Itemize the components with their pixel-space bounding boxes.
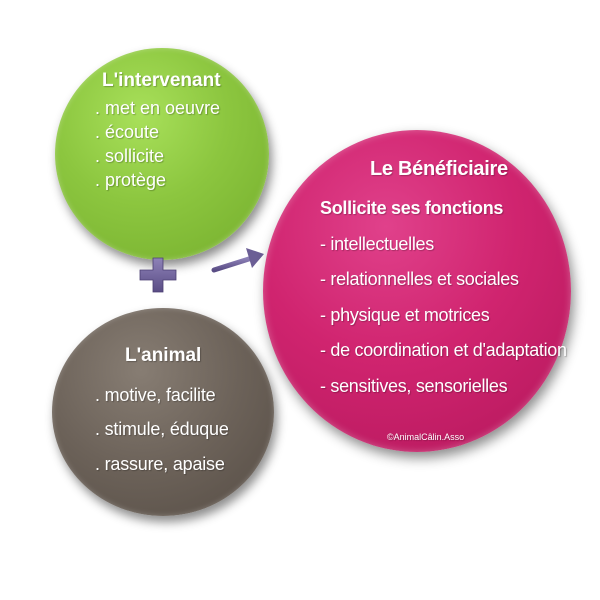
animal-title: L'animal — [125, 345, 202, 366]
intervenant-item: . met en oeuvre — [95, 98, 221, 118]
animal-item: . rassure, apaise — [95, 454, 225, 474]
animal-item: . motive, facilite — [95, 385, 216, 405]
intervenant-item: . sollicite — [95, 146, 165, 166]
beneficiaire-item: - de coordination et d'adaptation — [320, 340, 567, 360]
beneficiaire-item: - intellectuelles — [320, 234, 434, 254]
beneficiaire-subtitle: Sollicite ses fonctions — [320, 198, 504, 218]
copyright-text: ©AnimalCâlin.Asso — [387, 432, 465, 442]
intervenant-title: L'intervenant — [102, 70, 221, 91]
plus-icon — [139, 257, 177, 293]
intervenant-item: . écoute — [95, 122, 160, 142]
arrow-right-icon — [211, 248, 264, 273]
beneficiaire-circle — [263, 130, 571, 452]
animal-circle — [52, 308, 274, 516]
intervenant-circle — [55, 48, 269, 260]
beneficiaire-title: Le Bénéficiaire — [370, 158, 508, 180]
animal-item: . stimule, éduque — [95, 419, 229, 439]
intervenant-item: . protège — [95, 170, 167, 190]
beneficiaire-item: - sensitives, sensorielles — [320, 376, 508, 396]
beneficiaire-item: - relationnelles et sociales — [320, 269, 519, 289]
beneficiaire-item: - physique et motrices — [320, 305, 490, 325]
